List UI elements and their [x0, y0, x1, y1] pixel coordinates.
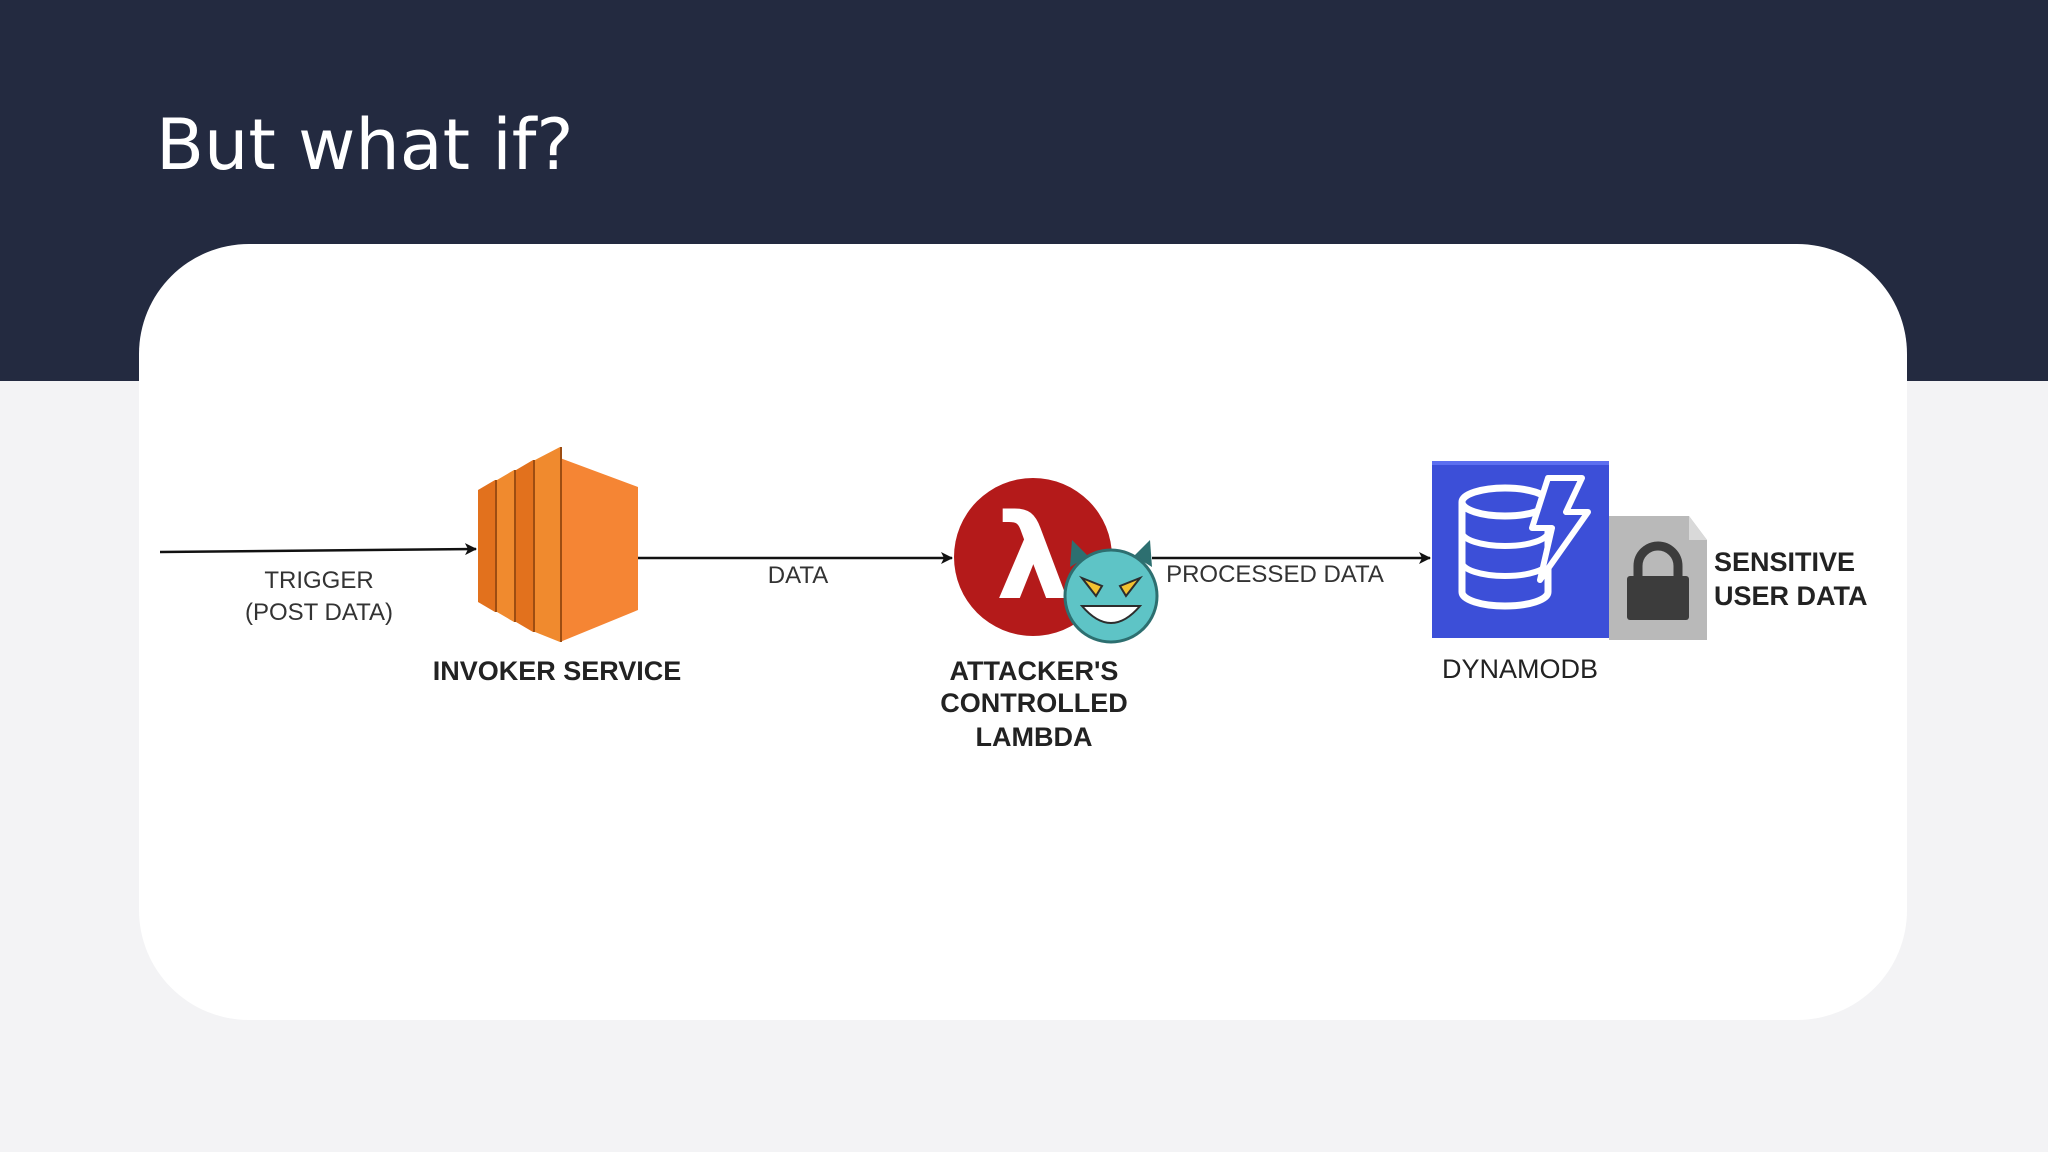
sensitive-label-line1: SENSITIVE — [1714, 547, 1855, 577]
devil-face-icon — [1063, 540, 1159, 644]
trigger-arrow — [159, 543, 477, 556]
processed-data-label: PROCESSED DATA — [1166, 561, 1384, 588]
lambda-label-line1: ATTACKER'S — [950, 656, 1119, 686]
lock-file-icon — [1609, 516, 1707, 640]
sensitive-label-line2: USER DATA — [1714, 581, 1868, 611]
trigger-label-line2: (POST DATA) — [245, 599, 393, 626]
dynamodb-label: DYNAMODB — [1442, 654, 1598, 684]
trigger-label-line1: TRIGGER — [264, 567, 373, 594]
slide-title: But what if? — [156, 104, 574, 186]
lambda-label-line2: CONTROLLED — [940, 688, 1127, 718]
dynamodb-icon — [1432, 461, 1609, 638]
ec2-compute-icon — [478, 447, 638, 642]
invoker-service-label: INVOKER SERVICE — [433, 656, 682, 686]
svg-text:λ: λ — [996, 488, 1071, 626]
data-label: DATA — [768, 562, 828, 589]
lambda-label-line3: LAMBDA — [976, 722, 1093, 752]
